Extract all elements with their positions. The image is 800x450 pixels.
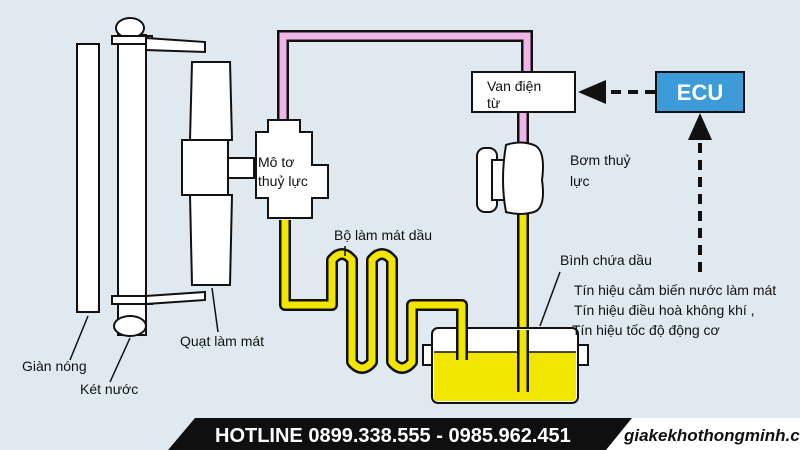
label-cooling-fan: Quạt làm mát [180,333,264,349]
label-signal-engine-speed: Tín hiệu tốc độ động cơ [572,322,720,338]
radiator-leader [109,337,131,383]
ecu-label: ECU [677,80,723,105]
label-motor-line2: thuỷ lực [258,173,308,189]
reservoir-leader [539,271,561,327]
website-text: giakekhothongminh.com [623,426,800,445]
label-oil-cooler: Bộ làm mát dầu [334,227,432,243]
label-signal-coolant: Tín hiệu cảm biến nước làm mát [574,282,776,298]
label-signal-ac: Tín hiệu điều hoà không khí , [574,302,755,318]
label-condenser: Giàn nóng [22,358,87,374]
label-valve-line1: Van điện [487,78,541,94]
hydraulic-pump [476,141,544,215]
footer-banner: HOTLINE 0899.338.555 - 0985.962.451 giak… [168,418,800,450]
solenoid-valve [471,71,576,113]
cooling-fan-leader [211,287,219,333]
ecu-box [655,71,745,113]
condenser-leader [69,315,89,361]
cooling-fan [181,61,255,286]
ecu-to-valve-arrowhead [578,80,606,104]
signals-to-ecu-arrowhead [688,113,712,140]
label-reservoir: Bình chứa dầu [560,252,652,268]
hydraulic-motor [255,119,329,219]
label-pump-line2: lực [570,173,589,189]
radiator [111,17,206,337]
label-radiator: Két nước [80,381,138,397]
hotline-text: HOTLINE 0899.338.555 - 0985.962.451 [215,425,571,447]
condenser [76,43,100,313]
label-motor-line1: Mô tơ [258,154,294,170]
oil-reservoir [422,327,589,404]
label-valve-line2: từ [487,95,500,111]
label-pump-line1: Bơm thuỷ [570,152,631,168]
